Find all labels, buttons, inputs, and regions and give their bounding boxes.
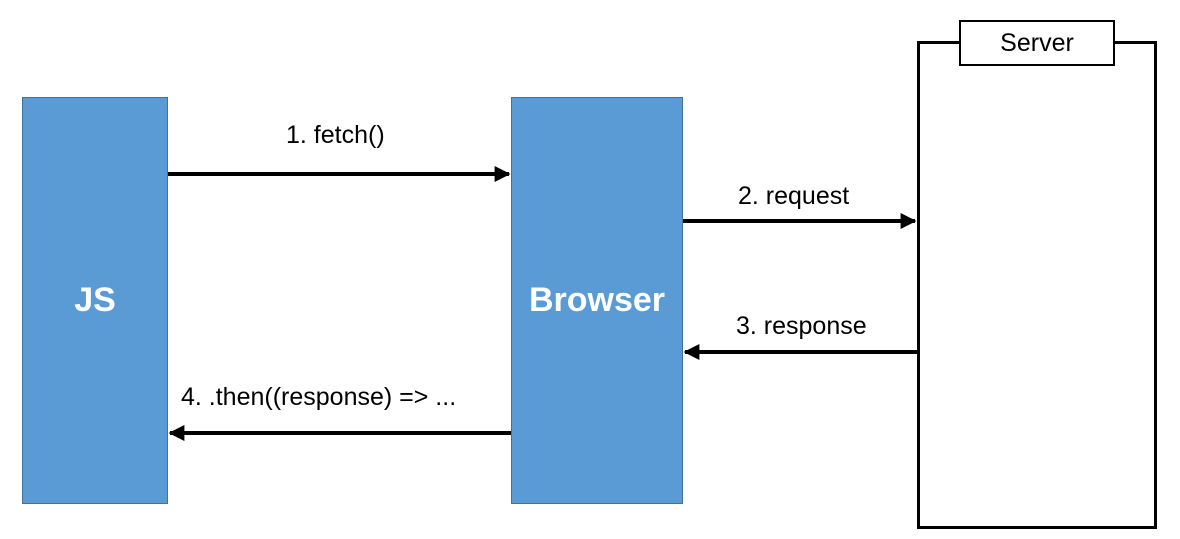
response-label: 3. response: [736, 312, 867, 340]
browser-block: Browser: [511, 97, 683, 504]
js-block: JS: [22, 97, 168, 504]
browser-label: Browser: [528, 281, 666, 319]
then-label: 4. .then((response) => ...: [181, 383, 457, 411]
server-box: [917, 41, 1157, 529]
fetch-label: 1. fetch(): [286, 121, 385, 149]
request-label: 2. request: [738, 182, 850, 210]
server-label: Server: [959, 20, 1115, 66]
js-label: JS: [74, 281, 116, 319]
server-label-text: Server: [1000, 28, 1074, 57]
